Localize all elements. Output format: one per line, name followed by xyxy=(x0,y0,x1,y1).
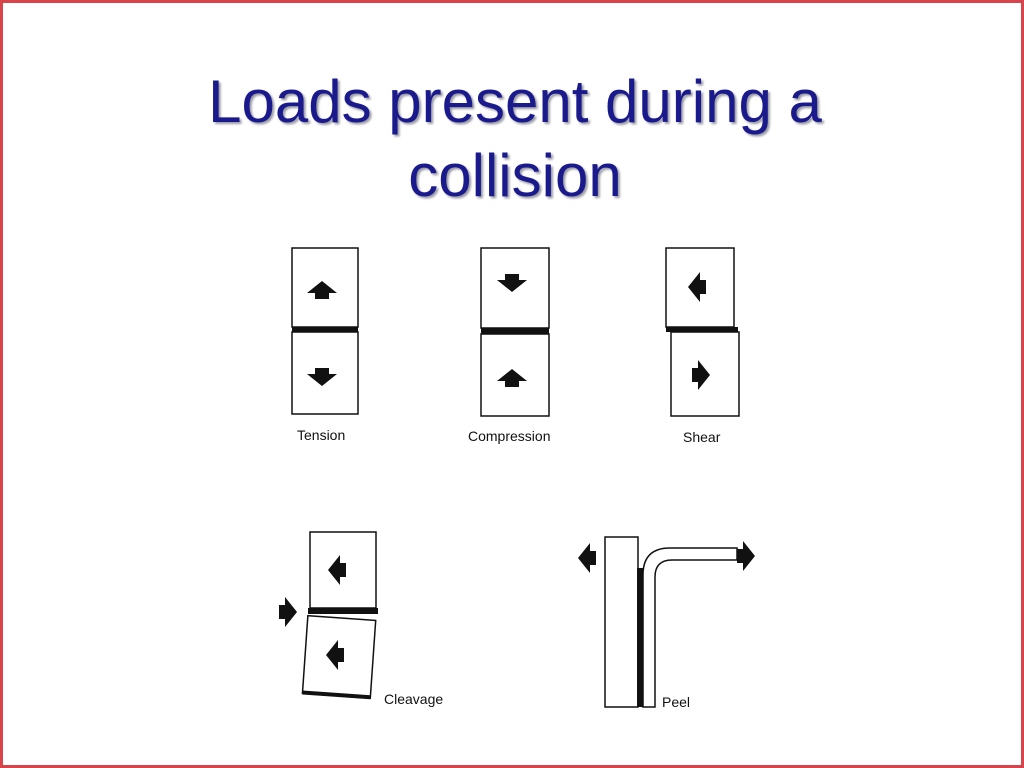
cleavage-bottom-edge xyxy=(302,690,371,700)
tension-bond-line xyxy=(292,327,358,332)
tension-label: Tension xyxy=(297,427,345,443)
peel-label: Peel xyxy=(662,694,690,710)
peel-adhesive-layer xyxy=(637,568,643,707)
shear-diagram: Shear xyxy=(665,247,740,445)
title-line-2: collision xyxy=(408,142,622,209)
shear-label: Shear xyxy=(683,429,721,445)
cleavage-bond-line xyxy=(308,608,378,614)
peel-diagram: Peel xyxy=(578,536,755,710)
cleavage-label: Cleavage xyxy=(384,691,443,707)
compression-diagram: Compression xyxy=(468,247,550,444)
cleavage-diagram: Cleavage xyxy=(279,531,443,707)
arrow-left-icon xyxy=(578,543,596,573)
shear-bond-line xyxy=(666,327,738,332)
peel-substrate xyxy=(604,536,639,708)
compression-bond-line xyxy=(481,328,549,334)
arrow-right-icon xyxy=(279,597,297,627)
title-line-1: Loads present during a xyxy=(208,68,822,135)
tension-diagram: Tension xyxy=(291,247,359,443)
shear-bottom-block xyxy=(670,331,740,417)
cleavage-top-block xyxy=(309,531,377,609)
compression-label: Compression xyxy=(468,428,550,444)
slide-title: Loads present during a collision xyxy=(3,65,1024,213)
peel-strip xyxy=(642,547,738,708)
arrow-right-icon xyxy=(737,541,755,571)
